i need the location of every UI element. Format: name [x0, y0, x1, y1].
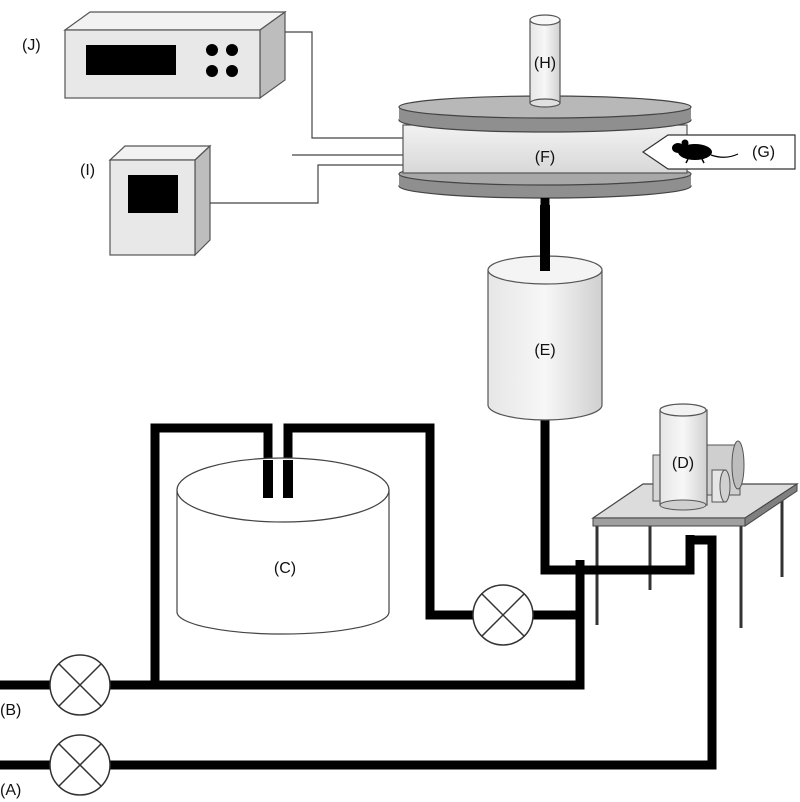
display-screen [128, 175, 178, 213]
label-f: (F) [535, 149, 555, 166]
label-g: (G) [752, 144, 775, 161]
chamber-f [398, 95, 692, 199]
reservoir-c [176, 457, 390, 635]
sensor-cylinder-h [529, 14, 561, 108]
pipe-b [0, 560, 585, 690]
knob [206, 65, 218, 77]
label-d: (D) [672, 455, 694, 472]
signal-wire-j [285, 31, 403, 139]
label-a: (A) [0, 782, 21, 799]
label-i: (I) [80, 162, 95, 179]
knob [206, 44, 218, 56]
knob [226, 65, 238, 77]
pipe-a [0, 535, 717, 770]
signal-wire-i [210, 164, 403, 204]
canister-e [487, 205, 603, 421]
label-j: (J) [22, 37, 41, 54]
label-h: (H) [534, 55, 556, 72]
valve-c-return[interactable] [472, 584, 534, 646]
gas-cylinders-d [652, 403, 745, 511]
label-b: (B) [0, 702, 21, 719]
animal-inlet-g [641, 134, 796, 170]
mouse-icon [672, 139, 739, 164]
label-e: (E) [534, 342, 555, 359]
controller-box-j [63, 10, 287, 100]
knob [226, 44, 238, 56]
pipe-e-outlet [540, 420, 695, 575]
display-screen [86, 45, 176, 75]
valve-b[interactable] [49, 654, 111, 716]
label-c: (C) [274, 560, 296, 577]
monitor-box-i [108, 144, 212, 257]
valve-a[interactable] [49, 734, 111, 796]
